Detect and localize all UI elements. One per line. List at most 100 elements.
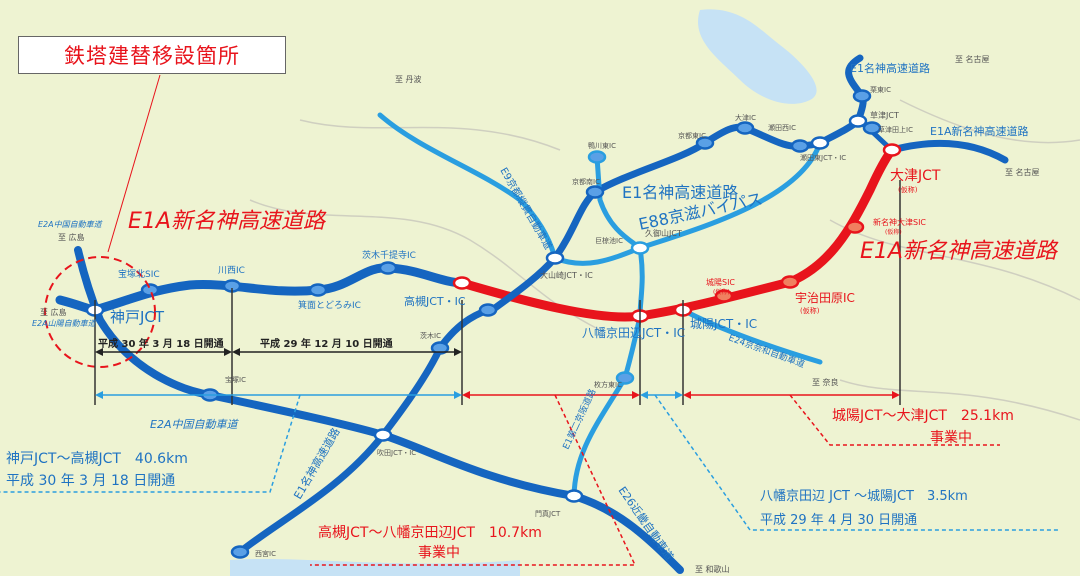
jct-node bbox=[810, 136, 830, 150]
interchange-label-ujitawara: 宇治田原IC bbox=[795, 291, 855, 305]
e24-road bbox=[680, 307, 823, 365]
ic-node bbox=[587, 150, 607, 164]
interchange-label-kusatsu-tanakami: 草津田上IC bbox=[878, 125, 913, 134]
boundary-line bbox=[299, 119, 561, 151]
title-box: 鉄塔建替移設箇所 bbox=[18, 36, 286, 74]
jct-node bbox=[882, 143, 902, 157]
boundary-line bbox=[249, 199, 601, 331]
interchange-label-oyamazaki: 大山崎JCT・IC bbox=[540, 270, 593, 280]
interchange-label-joyo-jct: 城陽JCT・IC bbox=[690, 317, 757, 331]
interchange-label-kyoto-minami: 京都南IC bbox=[572, 177, 600, 186]
callout-leader bbox=[654, 394, 1060, 531]
boundary-line bbox=[839, 379, 1080, 421]
interchange-label-kusatsu: 草津JCT bbox=[870, 110, 899, 120]
ic-node bbox=[735, 121, 755, 135]
ic-node bbox=[230, 545, 250, 559]
interchange-label-seta-higashi: 瀬田東JCT・IC bbox=[800, 153, 846, 162]
ic-node bbox=[714, 289, 734, 303]
ic-node bbox=[780, 275, 800, 289]
e9-road bbox=[377, 112, 558, 261]
boundary-line bbox=[899, 99, 1080, 144]
ic-node bbox=[695, 136, 715, 150]
osaka-bay bbox=[230, 558, 520, 576]
destination-label: 至 丹波 bbox=[395, 74, 422, 84]
interchange-label-joyo-sic-note: (仮称) bbox=[713, 288, 730, 296]
ic-node bbox=[862, 121, 882, 135]
road-name-e1-daini-keihan: E1第二京阪道路 bbox=[560, 387, 599, 451]
interchange-label-ritto: 栗東IC bbox=[870, 85, 891, 94]
road-name-e1a-west: E1A新名神高速道路 bbox=[128, 209, 327, 234]
road-name-e2a-sanyo: E2A山陽自動車道 bbox=[32, 319, 97, 328]
ic-node bbox=[308, 283, 328, 297]
road-name-e1a-east: E1A新名神高速道路 bbox=[860, 239, 1059, 264]
interchange-label-takarazuka: 宝塚IC bbox=[225, 375, 246, 384]
road-name-e2a-chugoku: E2A中国自動車道 bbox=[150, 418, 239, 431]
interchange-label-kadoma: 門真JCT bbox=[535, 509, 561, 518]
ic-node bbox=[790, 139, 810, 153]
destination-label: 至 広島 bbox=[58, 232, 85, 242]
interchange-label-otsu-jct: 大津JCT bbox=[890, 168, 941, 184]
interchange-label-ibaraki-sentei: 茨木千提寺IC bbox=[362, 249, 416, 261]
lake-biwa bbox=[698, 9, 817, 104]
interchange-label-seta-nishi: 瀬田西IC bbox=[768, 123, 796, 132]
ic-node bbox=[615, 371, 635, 385]
destination-label: 至 広島 bbox=[40, 307, 67, 317]
opened-2018-label: 平成 30 年 3 月 18 日開通 bbox=[98, 337, 224, 350]
interchange-label-joyo-sic: 城陽SIC bbox=[706, 278, 735, 287]
opened-2017-label: 平成 29 年 12 月 10 日開通 bbox=[260, 337, 393, 350]
destination-label: 至 和歌山 bbox=[695, 564, 730, 574]
jct-node bbox=[452, 276, 472, 290]
destination-label: 至 名古屋 bbox=[1005, 167, 1040, 177]
jct-node bbox=[545, 251, 565, 265]
section-kobe-takatsuki-status: 平成 30 年 3 月 18 日開通 bbox=[6, 473, 175, 489]
ic-node bbox=[585, 185, 605, 199]
e2a-chugoku-road bbox=[74, 246, 684, 574]
road-name-e1-meishin-sw: E1名神高速道路 bbox=[290, 425, 342, 501]
callout-leader bbox=[789, 394, 1000, 446]
section-takatsuki-yawata-distance: 高槻JCT～八幡京田辺JCT 10.7km bbox=[318, 524, 542, 541]
road-name-e9: E9京都縦貫自動車道 bbox=[497, 165, 555, 252]
ic-node bbox=[852, 89, 872, 103]
interchange-label-suita: 吹田JCT・IC bbox=[377, 448, 416, 457]
callout-leader bbox=[0, 394, 301, 493]
interchange-label-takatsuki: 高槻JCT・IC bbox=[404, 294, 466, 308]
interchange-label-kawanishi: 川西IC bbox=[218, 265, 245, 276]
interchange-label-ibaraki: 茨木IC bbox=[420, 331, 441, 340]
e88-road bbox=[552, 140, 823, 266]
road-name-e2a-top: E2A中国自動車道 bbox=[38, 220, 103, 229]
e1a-east-road bbox=[888, 140, 1009, 164]
interchange-label-kumiyama: 久御山JCT bbox=[645, 228, 682, 238]
jct-node bbox=[848, 114, 868, 128]
section-yawata-joyo-status: 平成 29 年 4 月 30 日開通 bbox=[760, 513, 917, 528]
jct-node bbox=[564, 489, 584, 503]
interchange-label-kamogawa: 鴨川東IC bbox=[588, 141, 616, 150]
ic-node bbox=[140, 283, 160, 297]
interchange-label-otsu-sic: 新名神大津SIC bbox=[873, 217, 926, 227]
section-yawata-joyo-distance: 八幡京田辺 JCT ～城陽JCT 3.5km bbox=[760, 489, 968, 504]
ic-node bbox=[430, 341, 450, 355]
jct-node bbox=[373, 428, 393, 442]
road-name-e1-meishin-ne: E1名神高速道路 bbox=[850, 61, 930, 75]
e1a-planned-road bbox=[457, 145, 897, 322]
ic-node bbox=[478, 303, 498, 317]
interchange-label-takarazuka-kita: 宝塚北SIC bbox=[118, 268, 160, 280]
road-name-e24: E24京奈和自動車道 bbox=[727, 332, 806, 371]
section-takatsuki-yawata-status: 事業中 bbox=[418, 545, 460, 561]
interchange-label-ujitawara-note: (仮称) bbox=[800, 306, 820, 315]
pointer-line bbox=[107, 74, 161, 253]
interchange-label-otsu-sic-note: (仮称) bbox=[885, 228, 902, 236]
interchange-label-yawata: 八幡京田辺JCT・IC bbox=[582, 325, 685, 340]
road-name-e1a-ne: E1A新名神高速道路 bbox=[930, 124, 1028, 138]
interchange-label-kumiyama-yodo: 巨椋池IC bbox=[595, 236, 623, 245]
interchange-label-kobe-jct: 神戸JCT bbox=[110, 308, 165, 326]
ic-node bbox=[845, 220, 865, 234]
road-name-e1-meishin: E1名神高速道路 bbox=[622, 183, 738, 202]
section-joyo-otsu-status: 事業中 bbox=[930, 430, 972, 446]
tower-location-circle bbox=[44, 256, 156, 368]
destination-label: 至 奈良 bbox=[812, 377, 839, 387]
jct-node bbox=[630, 241, 650, 255]
interchange-label-hirakata: 枚方東IC bbox=[594, 380, 622, 389]
section-kobe-takatsuki-distance: 神戸JCT～高槻JCT 40.6km bbox=[6, 450, 188, 467]
section-joyo-otsu-distance: 城陽JCT～大津JCT 25.1km bbox=[832, 408, 1014, 424]
